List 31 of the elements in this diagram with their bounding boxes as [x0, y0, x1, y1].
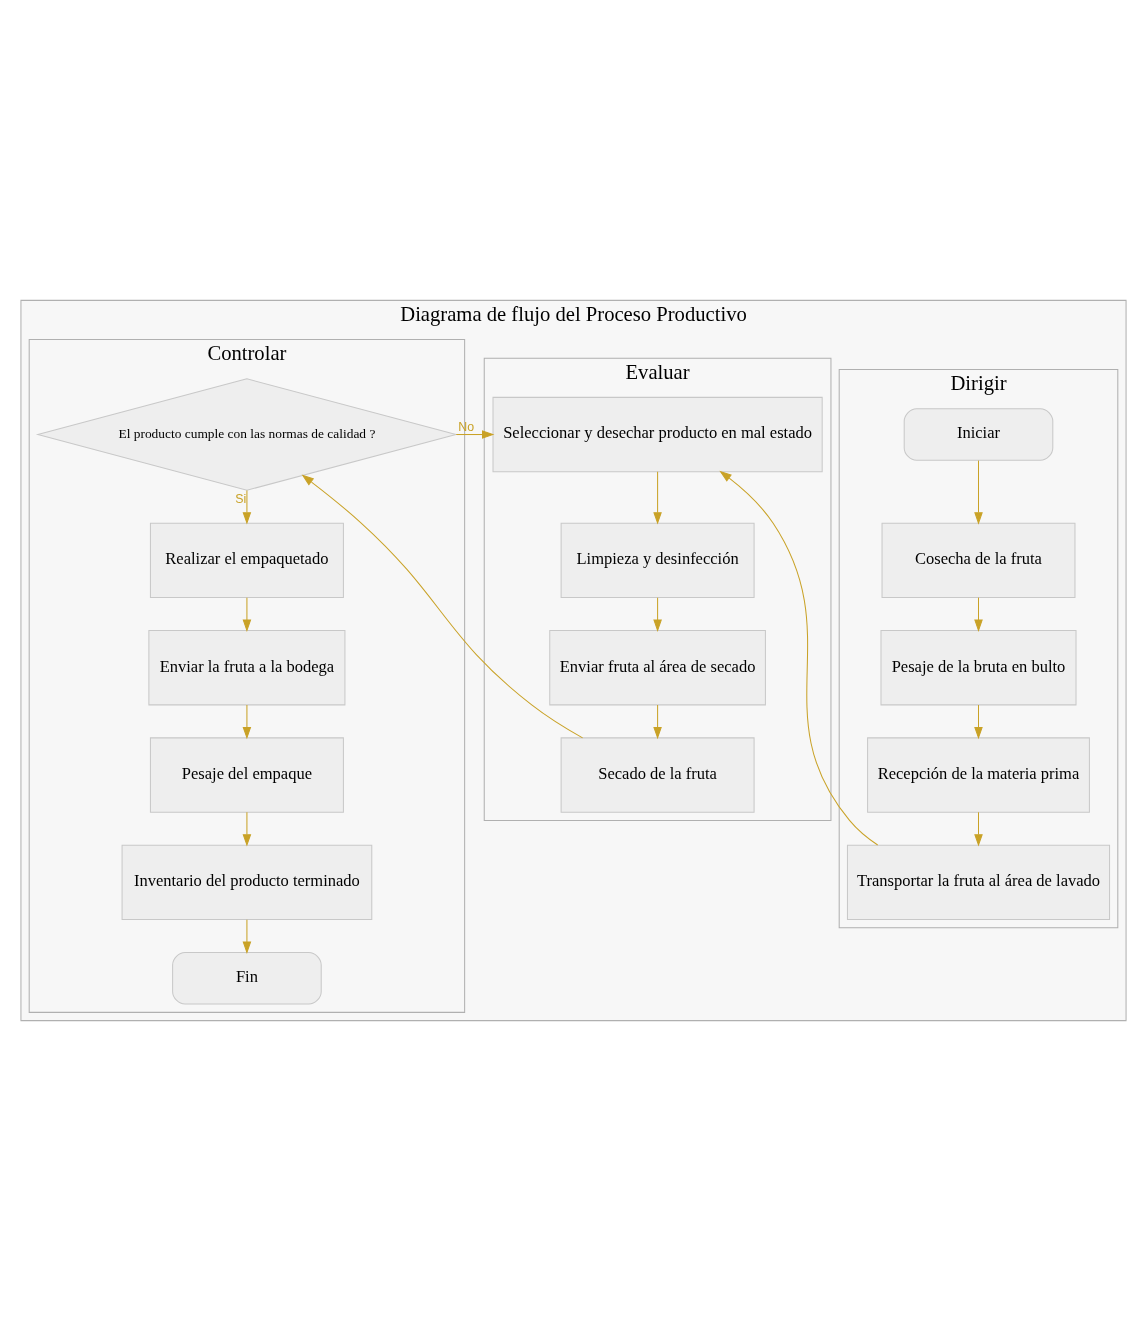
arrow [242, 811, 252, 847]
node-box: Pesaje del empaque [149, 736, 344, 813]
node-diamond: El producto cumple con las normas de calidad ? [35, 377, 458, 491]
arrow [301, 474, 584, 738]
node-box: Seleccionar y desechar producto en mal estado [492, 396, 823, 472]
arrow [974, 811, 983, 847]
node-box: Transportar la fruta al área de lavado [846, 844, 1111, 920]
node-box: Fin [172, 951, 322, 1005]
arrow [974, 596, 983, 632]
arrow [242, 489, 252, 525]
arrow [653, 470, 662, 525]
node-box: Cosecha de la fruta [881, 522, 1076, 598]
arrow [455, 429, 495, 439]
edge-label: Si [235, 491, 247, 506]
arrow [974, 703, 983, 739]
arrow [653, 703, 662, 739]
node-box: Limpieza y desinfección [560, 522, 755, 598]
node-box: Enviar fruta al área de secado [549, 629, 766, 705]
node-box: Secado de la fruta [560, 736, 755, 813]
node-box: Inventario del producto terminado [121, 844, 373, 920]
node-box: Recepción de la materia prima [867, 736, 1090, 813]
arrow [974, 459, 983, 525]
arrow [242, 596, 252, 632]
arrow [653, 596, 662, 632]
arrow [242, 918, 252, 954]
node-box: Iniciar [903, 407, 1054, 461]
node-box: Realizar el empaquetado [149, 522, 344, 598]
node-box: Enviar la fruta a la bodega [148, 629, 346, 705]
arrow [242, 703, 252, 739]
node-box: Pesaje de la bruta en bulto [880, 629, 1077, 705]
arrow [719, 470, 879, 846]
